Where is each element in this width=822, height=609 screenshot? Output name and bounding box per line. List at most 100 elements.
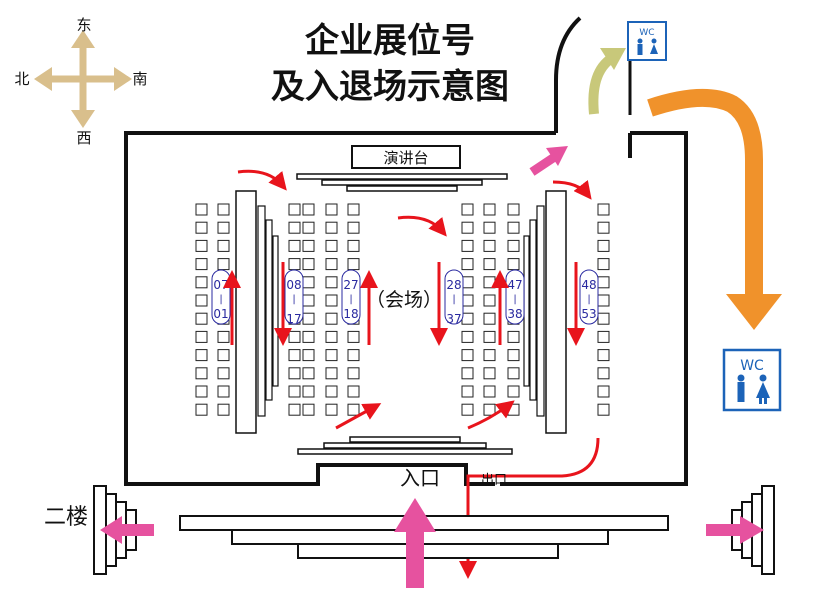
booth-cell: [217, 403, 230, 416]
wc-label-top: WC: [639, 28, 654, 38]
booth-cell: [461, 312, 474, 325]
booth-cell: [325, 385, 338, 398]
booth-cell: [507, 367, 520, 380]
stage-step-3: [346, 185, 458, 192]
booth-cell: [288, 203, 301, 216]
booth-cell: [461, 385, 474, 398]
second-floor-label: 二楼: [44, 505, 88, 530]
booth-cell: [461, 258, 474, 271]
booth-range-3-top: 27: [343, 278, 358, 292]
booth-cell: [483, 203, 496, 216]
booth-cell: [325, 239, 338, 252]
wc-sign-top: WC: [627, 21, 667, 61]
booth-cell: [288, 385, 301, 398]
booth-range-3: 27 | 18: [341, 269, 361, 325]
booth-cell: [507, 385, 520, 398]
booth-cell: [325, 221, 338, 234]
exit-label: 出口: [481, 473, 507, 488]
booth-cell: [597, 276, 610, 289]
second-floor-label-text: 二楼: [44, 505, 88, 530]
svg-text:|: |: [349, 294, 352, 305]
booth-cell: [195, 203, 208, 216]
booth-cell: [597, 203, 610, 216]
booth-cell: [483, 403, 496, 416]
pink-entrance-arrow: [394, 498, 436, 588]
booth-cell: [217, 385, 230, 398]
booth-range-4-top: 28: [446, 278, 461, 292]
booth-cell: [461, 367, 474, 380]
booth-cell: [288, 258, 301, 271]
booth-range-6-top: 48: [581, 278, 596, 292]
booth-cell: [195, 312, 208, 325]
booth-cell: [507, 349, 520, 362]
booth-cell: [302, 239, 315, 252]
orange-arrow-to-wc: [647, 88, 782, 330]
booth-cell: [325, 294, 338, 307]
compass-west-label: 西: [76, 129, 91, 147]
platform-step-3: [297, 448, 513, 455]
booth-cell: [597, 367, 610, 380]
booth-cell: [483, 385, 496, 398]
booth-cell: [217, 221, 230, 234]
svg-text:|: |: [292, 294, 295, 305]
booth-cell: [217, 349, 230, 362]
platform-step-1: [349, 436, 461, 443]
booth-cell: [302, 403, 315, 416]
booth-cell: [195, 367, 208, 380]
svg-text:|: |: [452, 294, 455, 305]
booth-range-6: 48 | 53: [579, 269, 599, 325]
booth-cell: [597, 403, 610, 416]
door-frame-left: [554, 16, 582, 133]
booth-range-1: 07 | 01: [211, 269, 231, 325]
flow-arrows-vertical: [223, 262, 585, 346]
booth-cell: [325, 203, 338, 216]
booth-cell: [597, 221, 610, 234]
booth-cell: [288, 330, 301, 343]
booth-cell: [347, 385, 360, 398]
booth-cell: [483, 221, 496, 234]
booth-cell: [217, 258, 230, 271]
booth-cell: [483, 294, 496, 307]
hall-wall: [124, 131, 688, 486]
pink-arrow-right: [706, 516, 764, 544]
person-icon: [737, 374, 770, 404]
booth-range-5-top: 47: [507, 278, 522, 292]
booth-cell: [461, 221, 474, 234]
booth-cell: [195, 330, 208, 343]
booth-cell: [347, 349, 360, 362]
booth-cell: [461, 294, 474, 307]
booth-cell: [347, 330, 360, 343]
booth-cell: [302, 312, 315, 325]
booth-cell: [483, 330, 496, 343]
booth-cell: [347, 367, 360, 380]
booth-cell: [195, 294, 208, 307]
booth-cell: [325, 403, 338, 416]
svg-text:|: |: [513, 294, 516, 305]
booth-cell: [461, 330, 474, 343]
tall-table-right: [523, 190, 567, 434]
booth-cell: [288, 349, 301, 362]
svg-text:|: |: [587, 294, 590, 305]
booth-cell: [597, 330, 610, 343]
booth-cell: [461, 203, 474, 216]
entrance-label: 入口: [400, 466, 440, 490]
booth-range-4-bottom: 37: [446, 312, 461, 326]
booth-cell: [347, 203, 360, 216]
booth-cell: [195, 403, 208, 416]
wc-label-bottom: WC: [740, 358, 764, 374]
booth-cell: [302, 221, 315, 234]
booth-cell: [597, 349, 610, 362]
booth-cell: [302, 330, 315, 343]
person-icon: [637, 38, 658, 55]
booth-cell: [195, 349, 208, 362]
booth-cell: [195, 276, 208, 289]
booth-cell: [288, 221, 301, 234]
booth-cell: [597, 258, 610, 271]
booth-range-1-top: 07: [213, 278, 228, 292]
compass-rose-icon: [34, 30, 132, 128]
booth-cell: [597, 294, 610, 307]
booth-cell: [483, 312, 496, 325]
booth-cell: [325, 312, 338, 325]
booth-cell: [288, 239, 301, 252]
